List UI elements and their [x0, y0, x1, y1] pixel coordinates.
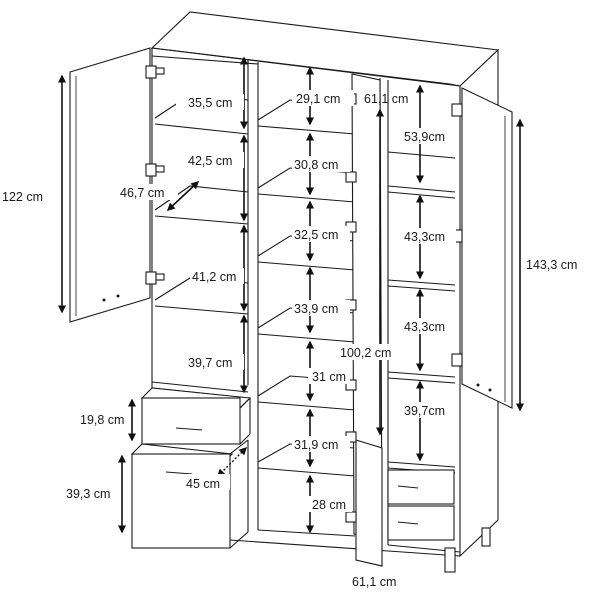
middle-door-lower: [355, 439, 383, 567]
hinge-icon: [145, 163, 165, 177]
cabinet-top: [150, 11, 500, 87]
left-door: [69, 47, 151, 323]
doors: [69, 47, 513, 567]
drawer-handle-icon: [397, 521, 419, 525]
left-door-height-label: 122 cm: [2, 190, 43, 204]
middle-compartment-2-label: 30,8 cm: [294, 158, 338, 172]
middle-compartment-4-label: 33,9 cm: [294, 302, 338, 316]
middle-compartment-7-label: 28 cm: [312, 498, 346, 512]
dimension-arrow-icon: [216, 446, 248, 478]
hinge-icon: [345, 511, 357, 523]
hinge-icon: [145, 65, 165, 79]
middle-width-top-label: 61,1 cm: [364, 92, 408, 106]
right-door-height-label: 143,3 cm: [526, 258, 577, 272]
left-compartment-4-label: 39,7 cm: [188, 356, 232, 370]
drawer-large-label: 39,3 cm: [66, 487, 110, 501]
right-drawer-2: [387, 505, 455, 541]
right-drawer-1: [387, 469, 455, 505]
hinge-icon: [451, 353, 463, 367]
middle-width-bottom-label: 61,1 cm: [352, 575, 396, 589]
drawer-handle-icon: [175, 427, 203, 431]
right-compartment-4-label: 39,7cm: [404, 404, 445, 418]
drawer-handle-icon: [165, 471, 193, 475]
cabinet-leg: [444, 547, 456, 573]
hinge-icon: [345, 379, 357, 391]
right-compartment-3-label: 43,3cm: [404, 320, 445, 334]
drawer-large: [131, 453, 231, 549]
right-compartment-1-label: 53,9cm: [404, 130, 445, 144]
left-shelf-depth-label: 46,7 cm: [120, 186, 164, 200]
middle-compartment-6-label: 31,9 cm: [294, 438, 338, 452]
middle-door-height-label: 100,2 cm: [340, 346, 391, 360]
hinge-icon: [345, 171, 357, 183]
middle-compartment-1-label: 29,1 cm: [296, 92, 340, 106]
cabinet-leg: [481, 527, 491, 547]
drawer-handle-icon: [397, 485, 419, 489]
dimension-labels: 122 cm 35,5 cm 42,5 cm 46,7 cm 41,2 cm 3…: [2, 90, 577, 589]
left-compartment-1-label: 35,5 cm: [188, 96, 232, 110]
right-compartment-2-label: 43,3cm: [404, 230, 445, 244]
drawer-depth-label: 45 cm: [186, 477, 220, 491]
middle-compartment-3-label: 32,5 cm: [294, 228, 338, 242]
hinge-icon: [451, 103, 463, 117]
hinge-icon: [145, 271, 165, 285]
left-drawers: [130, 387, 252, 549]
drawer-small-label: 19,8 cm: [80, 413, 124, 427]
left-compartment-3-label: 41,2 cm: [192, 270, 236, 284]
right-door: [461, 87, 513, 409]
drawer-small: [141, 397, 241, 445]
dimension-arrow-icon: [166, 180, 200, 212]
left-compartment-2-label: 42,5 cm: [188, 154, 232, 168]
middle-compartment-5-label: 31 cm: [312, 370, 346, 384]
